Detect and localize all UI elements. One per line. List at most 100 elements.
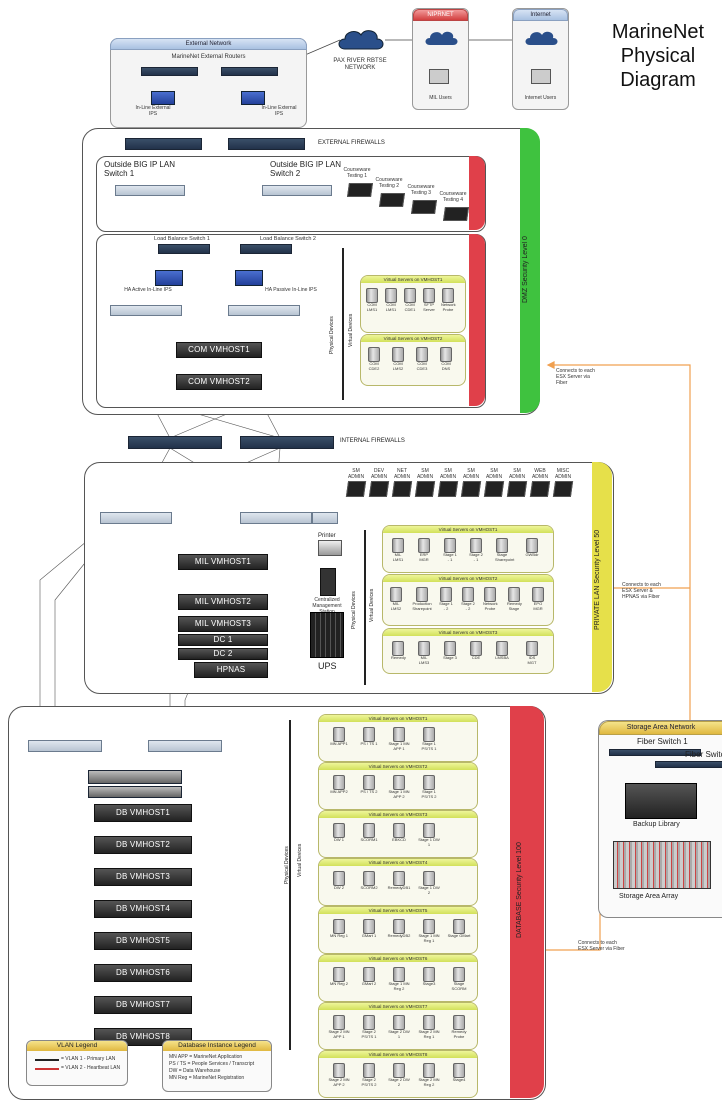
- vm-server: MN APP1: [327, 727, 351, 747]
- external-firewalls-label: EXTERNAL FIREWALLS: [318, 140, 385, 146]
- database-zone-label: DATABASE Security Level 100: [516, 842, 523, 938]
- db-appliance-1: [88, 770, 182, 784]
- courseware-laptop-4: [443, 207, 469, 221]
- vm-server: GWBdr: [525, 538, 539, 558]
- server-icon: [392, 347, 404, 362]
- vm-label: Stage Sharepoint: [495, 552, 515, 562]
- vm-label: DW 2: [334, 885, 344, 890]
- laptop-icon: [460, 481, 482, 497]
- vm-server: Stage 2 - 2: [461, 587, 475, 611]
- vm-label: Remedy Stage: [507, 601, 522, 611]
- private-zone-label: PRIVATE LAN Security Level 50: [594, 529, 601, 631]
- vm-server: Stage 2 PS/TS 1: [357, 1015, 381, 1039]
- ips-passive-icon: [235, 270, 263, 286]
- database-legend-header: Database Instance Legend: [163, 1041, 271, 1051]
- vm-label: Network Probe: [483, 601, 498, 611]
- san-panel: Storage Area Network Fiber Switch 1 Fibe…: [598, 720, 722, 918]
- vm-label: Stage 1 DW 2: [418, 885, 440, 895]
- vm-server: Stage 1 MN Reg 1: [417, 919, 441, 943]
- vm-server: SCORM2: [357, 871, 381, 891]
- courseware-label-4: Courseware Testing 4: [439, 191, 467, 203]
- courseware-label-2: Courseware Testing 2: [375, 177, 403, 189]
- vm-label: Remedy: [391, 655, 406, 660]
- vm-server: PS / TS 1: [357, 727, 381, 747]
- server-icon: [392, 641, 404, 656]
- private-switch-1: [100, 512, 172, 524]
- server-icon: [393, 967, 405, 982]
- server-icon: [393, 823, 405, 838]
- backup-library-icon: [625, 783, 697, 819]
- server-icon: [393, 871, 405, 886]
- db-vmhost: DB VMHOST5: [94, 932, 192, 950]
- dmz-zone-label: DMZ Security Level 0: [522, 236, 529, 304]
- courseware-label-1: Courseware Testing 1: [343, 167, 371, 179]
- vm-server: COM CDE1: [403, 288, 417, 312]
- server-icon: [484, 587, 496, 602]
- db-legend-item: MN APP = MarineNet Application: [169, 1054, 243, 1060]
- internal-firewalls-label: INTERNAL FIREWALLS: [340, 438, 405, 444]
- mgmt-station-icon: [320, 568, 336, 596]
- vm-server: MIL LMS2: [389, 587, 403, 611]
- vlan-2-label: = VLAN 2 - Heartbeat LAN: [61, 1065, 121, 1071]
- ips-passive-label: HA Passive In-Line IPS: [265, 287, 317, 293]
- vm-server: Stage 2 MN Reg 1: [417, 1015, 441, 1039]
- dmz-physical-devices-label: Physical Devices: [329, 316, 335, 354]
- internet-panel: Internet Internet Users: [512, 8, 569, 110]
- vm-label: GMart 2: [361, 981, 377, 986]
- vm-server: RemedyDB2: [387, 919, 411, 939]
- lb-switch-1: [158, 244, 210, 254]
- admin-laptop-label: MISC ADMIN: [554, 468, 572, 480]
- laptop-icon: [437, 481, 459, 497]
- vm-server: IDS MGT: [525, 641, 539, 665]
- pax-river-cloud-icon: [338, 30, 384, 50]
- vm-group-header: Virtual Servers on VMHOST7: [319, 1003, 477, 1010]
- vm-group-header: Virtual Servers on VMHOST2: [383, 575, 553, 582]
- internet-user-computer-icon: [531, 69, 551, 84]
- bigip-switch-1-label: Outside BIG IP LAN Switch 1: [104, 160, 175, 178]
- vm-label: RemedyDB1: [387, 885, 411, 890]
- vm-server: Stage SCORM: [447, 967, 471, 991]
- vm-server: Remedy Stage: [507, 587, 522, 611]
- vm-label: RemedyDB2: [387, 933, 411, 938]
- vm-server: Stage 2 MN Reg 2: [417, 1063, 441, 1087]
- page-title: MarineNet Physical Diagram: [600, 20, 716, 92]
- niprnet-panel: NIPRNET MIL Users: [412, 8, 469, 110]
- server-icon: [392, 538, 404, 553]
- admin-laptop: SM ADMIN: [437, 468, 459, 498]
- vm-server: Stage 2 PS/TS 2: [357, 1063, 381, 1087]
- dmz-switch-1: [110, 305, 182, 316]
- vm-label: Stage 1 MN Reg 2: [388, 981, 410, 991]
- server-icon: [423, 288, 435, 303]
- mil-vmhost-3: MIL VMHOST3: [178, 616, 268, 632]
- vm-server: Stage 2 MN APP 1: [327, 1015, 351, 1039]
- vm-server: RemedyDB1: [387, 871, 411, 891]
- server-icon: [423, 967, 435, 982]
- admin-laptop-label: SM ADMIN: [485, 468, 503, 480]
- vm-label: Stage 2 MN Reg 2: [418, 1077, 440, 1087]
- private-switch-2: [240, 512, 312, 524]
- vm-label: MN APP2: [330, 789, 348, 794]
- pax-river-label: PAX RIVER RBTSE NETWORK: [333, 58, 387, 71]
- server-icon: [363, 775, 375, 790]
- db-vmhost: DB VMHOST4: [94, 900, 192, 918]
- vlan-2-swatch: [35, 1068, 59, 1070]
- db-legend-item: DW = Data Warehouse: [169, 1068, 221, 1074]
- server-icon: [462, 587, 474, 602]
- internet-users-label: Internet Users: [524, 95, 557, 101]
- server-icon: [393, 727, 405, 742]
- vm-server: Stage 1 PS/TS 2: [417, 775, 441, 799]
- private-switch-3: [312, 512, 338, 524]
- fiber-switch-2-label: Fiber Switch: [685, 750, 722, 759]
- vm-server: GMart 2: [357, 967, 381, 987]
- db-switch-1: [28, 740, 102, 752]
- server-icon: [423, 919, 435, 934]
- server-icon: [333, 967, 345, 982]
- bigip-switch-1: [115, 185, 185, 196]
- db-physical-devices-label: Physical Devices: [284, 846, 290, 884]
- internet-cloud-icon: [525, 31, 558, 45]
- server-icon: [442, 288, 454, 303]
- fiber-switch-1-label: Fiber Switch 1: [637, 737, 688, 746]
